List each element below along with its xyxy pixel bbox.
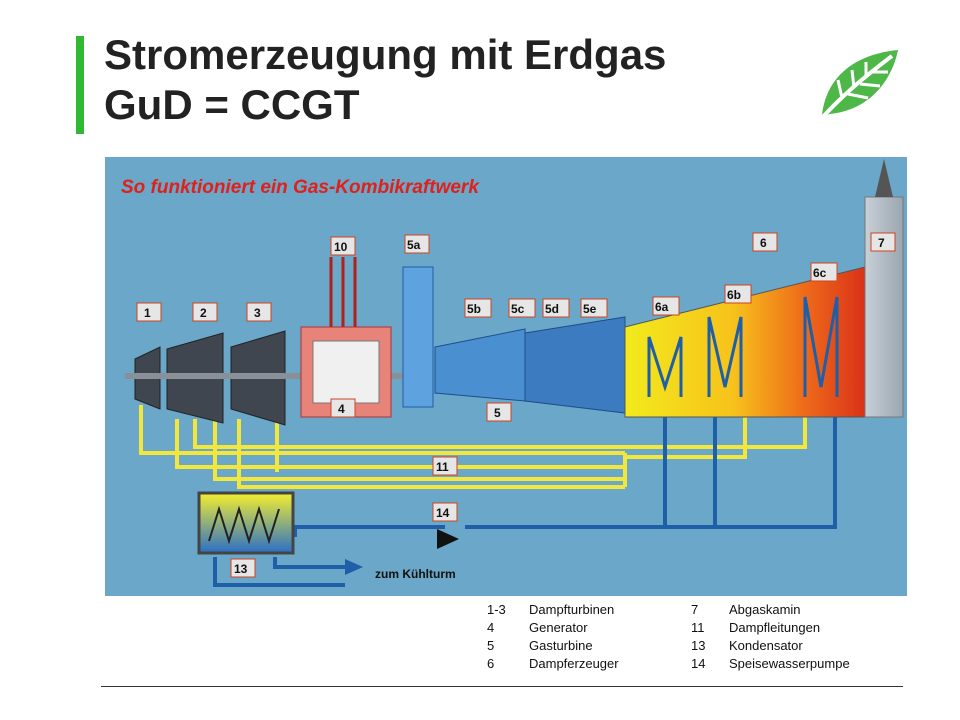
legend-key: 5: [487, 638, 495, 653]
power-plant-diagram: So funktioniert ein Gas-Kombikraftwerk: [105, 157, 907, 596]
leaf-logo-icon: [818, 50, 898, 122]
gas-turbine: [402, 266, 626, 414]
component-labels: 1 2 3 4 5 5a 5b 5c 5d 5e 6 6a 6b 6c 7 10…: [136, 232, 896, 578]
condenser: [197, 491, 295, 555]
svg-text:5a: 5a: [407, 238, 421, 252]
title-line-1: Stromerzeugung mit Erdgas: [104, 31, 667, 78]
svg-text:5: 5: [494, 406, 501, 420]
svg-text:4: 4: [338, 402, 345, 416]
svg-text:2: 2: [200, 306, 207, 320]
legend: 1-3 Dampfturbinen 7 Abgaskamin 4 Generat…: [487, 601, 850, 673]
svg-text:10: 10: [334, 240, 348, 254]
legend-value: Generator: [529, 620, 588, 635]
svg-text:6: 6: [760, 236, 767, 250]
svg-text:5c: 5c: [511, 302, 525, 316]
svg-text:13: 13: [234, 562, 248, 576]
legend-value: Abgaskamin: [729, 602, 801, 617]
legend-key: 4: [487, 620, 495, 635]
svg-text:7: 7: [878, 236, 885, 250]
legend-value: Dampfturbinen: [529, 602, 615, 617]
cooling-tower-arrow-icon: [345, 559, 363, 575]
svg-text:14: 14: [436, 506, 450, 520]
turbine-shaft: [125, 373, 405, 379]
svg-text:6b: 6b: [727, 288, 741, 302]
svg-text:5b: 5b: [467, 302, 481, 316]
svg-text:6a: 6a: [655, 300, 669, 314]
legend-key: 6: [487, 656, 495, 671]
legend-key: 14: [691, 656, 706, 671]
footer-divider: [101, 686, 903, 687]
legend-value: Speisewasserpumpe: [729, 656, 850, 671]
legend-key: 7: [691, 602, 699, 617]
svg-text:6c: 6c: [813, 266, 827, 280]
exhaust-chimney: [864, 196, 904, 418]
legend-row: 5 Gasturbine 13 Kondensator: [487, 637, 850, 655]
svg-text:3: 3: [254, 306, 261, 320]
svg-text:11: 11: [436, 460, 449, 474]
feedwater-pump-icon: [437, 529, 459, 549]
legend-row: 1-3 Dampfturbinen 7 Abgaskamin: [487, 601, 850, 619]
legend-key: 13: [691, 638, 706, 653]
cooling-tower-label: zum Kühlturm: [375, 567, 456, 581]
legend-value: Gasturbine: [529, 638, 593, 653]
legend-value: Kondensator: [729, 638, 803, 653]
title-accent-bar: [76, 36, 84, 134]
legend-key: 11: [691, 620, 705, 635]
slide-title: Stromerzeugung mit Erdgas GuD = CCGT: [104, 30, 666, 130]
legend-value: Dampfleitungen: [729, 620, 821, 635]
svg-text:5e: 5e: [583, 302, 597, 316]
heat-recovery-steam-generator: [624, 266, 866, 418]
steam-lines: [139, 397, 807, 489]
legend-key: 1-3: [487, 602, 506, 617]
svg-text:1: 1: [144, 306, 151, 320]
steam-turbines: [134, 330, 286, 426]
legend-value: Dampferzeuger: [529, 656, 619, 671]
diagram-heading: So funktioniert ein Gas-Kombikraftwerk: [121, 177, 480, 198]
legend-row: 4 Generator 11 Dampfleitungen: [487, 619, 850, 637]
water-lines: [213, 397, 837, 587]
title-line-2: GuD = CCGT: [104, 81, 360, 128]
svg-text:5d: 5d: [545, 302, 559, 316]
legend-row: 6 Dampferzeuger 14 Speisewasserpumpe: [487, 655, 850, 673]
exhaust-arrow-icon: [875, 159, 893, 197]
